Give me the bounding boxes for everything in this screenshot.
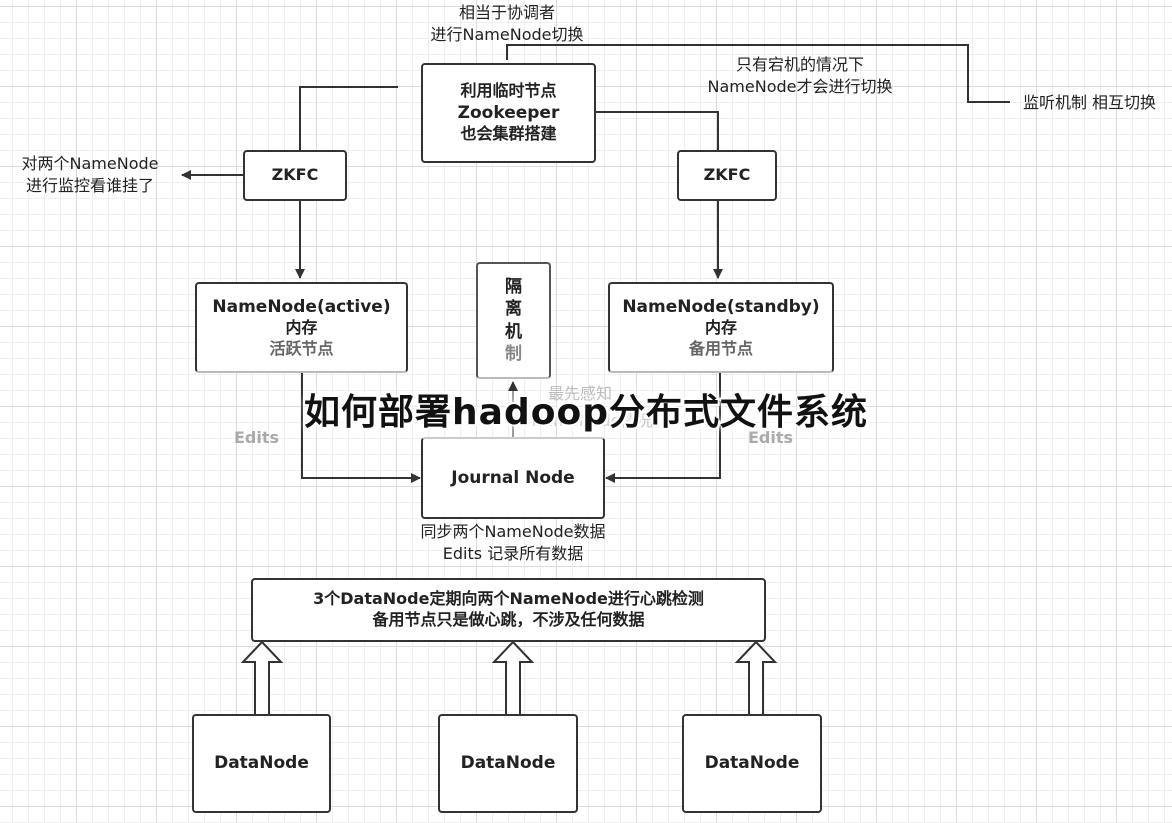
datanode-1-box: DataNode (192, 714, 331, 813)
namenode-active-box: NameNode(active) 内存 活跃节点 (195, 282, 408, 373)
standby-journal-wire (605, 372, 721, 483)
heartbeat-line-1: 3个DataNode定期向两个NameNode进行心跳检测 (313, 589, 704, 609)
edits-right-label: Edits (748, 428, 793, 447)
downtime-line-1: 只有宕机的情况下 (735, 55, 864, 74)
sync-line-1: 同步两个NameNode数据 (420, 522, 606, 541)
overlay-title: 如何部署hadoop分布式文件系统 (304, 392, 868, 433)
namenode-active-title: NameNode(active) (212, 296, 391, 317)
sync-line-2: Edits 记录所有数据 (442, 543, 584, 563)
coordinator-line-2: 进行NameNode切换 (430, 24, 584, 44)
sense-text: 最先感知 (547, 384, 612, 403)
sync-label: 同步两个NameNode数据 Edits 记录所有数据 (395, 521, 631, 564)
zookeeper-line-1: 利用临时节点 (460, 81, 557, 101)
datanode-2-label: DataNode (460, 753, 556, 774)
zookeeper-line-2: Zookeeper (457, 102, 560, 123)
zookeeper-line-3: 也会集群搭建 (460, 124, 557, 144)
monitor-left-label: 对两个NameNode 进行监控看谁挂了 (4, 153, 176, 196)
zk-monitor-wire (506, 44, 1010, 103)
datanode-3-box: DataNode (682, 714, 822, 813)
edits-left-text: Edits (234, 428, 280, 447)
monitor-label: 监听机制 相互切换 (1012, 92, 1167, 114)
datanode-2-box: DataNode (438, 714, 578, 813)
downtime-line-2: NameNode才会进行切换 (707, 76, 893, 96)
monitor-left-line-1: 对两个NameNode (21, 154, 159, 173)
coordinator-line-1: 相当于协调者 (458, 3, 555, 22)
namenode-active-memory: 内存 (285, 317, 318, 337)
namenode-standby-role: 备用节点 (688, 338, 753, 358)
datanode-3-arrow (734, 640, 778, 717)
heartbeat-line-2: 备用节点只是做心跳，不涉及任何数据 (372, 610, 645, 629)
zkfc-right-box: ZKFC (677, 150, 777, 201)
sense-sub-label: NameNode情况 (512, 410, 672, 432)
datanode-1-arrow (240, 640, 284, 717)
namenode-standby-box: NameNode(standby) 内存 备用节点 (608, 282, 834, 373)
fencing-char-2: 离 (505, 299, 522, 320)
zkfc-right-label: ZKFC (703, 165, 751, 185)
fencing-char-1: 隔 (505, 277, 522, 298)
namenode-standby-title: NameNode(standby) (622, 296, 820, 317)
zkfc-left-label: ZKFC (271, 165, 319, 185)
zk-right-wire (595, 111, 719, 150)
active-journal-wire (301, 372, 421, 483)
datanode-heartbeat-box: 3个DataNode定期向两个NameNode进行心跳检测 备用节点只是做心跳，… (251, 578, 766, 642)
zkfc-left-box: ZKFC (243, 150, 347, 201)
sense-sub-text: NameNode情况 (531, 411, 653, 430)
namenode-active-role: 活跃节点 (269, 338, 334, 358)
fencing-char-4: 制 (505, 343, 522, 364)
zookeeper-box: 利用临时节点 Zookeeper 也会集群搭建 (421, 63, 596, 163)
datanode-1-label: DataNode (214, 753, 309, 774)
zk-left-wire (299, 86, 398, 150)
namenode-standby-memory: 内存 (704, 317, 737, 337)
journal-node-label: Journal Node (451, 467, 575, 488)
datanode-2-arrow (491, 640, 535, 717)
datanode-3-label: DataNode (704, 753, 800, 774)
coordinator-label: 相当于协调者 进行NameNode切换 (412, 2, 602, 45)
fencing-char-3: 机 (505, 321, 522, 342)
downtime-label: 只有宕机的情况下 NameNode才会进行切换 (680, 54, 920, 97)
edits-left-label: Edits (234, 428, 279, 447)
journal-node-box: Journal Node (421, 437, 605, 519)
monitor-text: 监听机制 相互切换 (1022, 93, 1157, 112)
sense-label: 最先感知 (520, 383, 640, 405)
fencing-box: 隔 离 机 制 (476, 262, 551, 379)
edits-right-text: Edits (748, 428, 794, 447)
monitor-left-line-2: 进行监控看谁挂了 (25, 175, 154, 195)
